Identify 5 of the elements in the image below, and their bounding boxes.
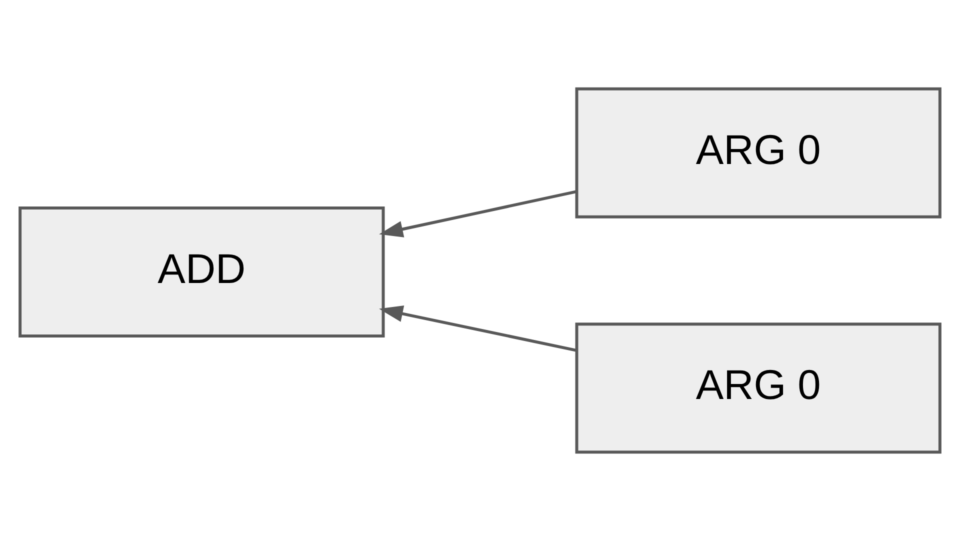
node-box: ADD — [18, 206, 385, 337]
arrow — [379, 305, 577, 352]
node-box: ARG 0 — [575, 322, 942, 454]
node-box: ARG 0 — [575, 86, 942, 218]
arrow — [379, 190, 577, 237]
